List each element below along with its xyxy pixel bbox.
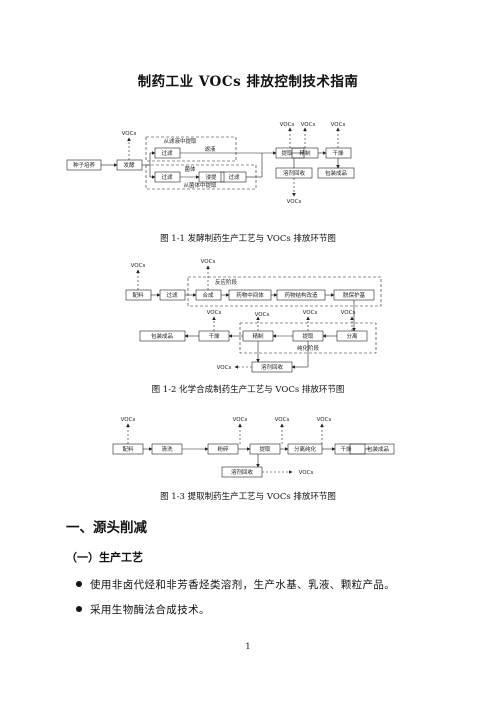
fig2-box-solvent: 溶剂回收 — [261, 363, 284, 371]
fig2-box-pack: 包装成品 — [151, 332, 174, 340]
bullet-text: 使用非卤代烃和非芳香烃类溶剂，生产水基、乳液、颗粒产品。 — [90, 579, 396, 591]
fig3-box-extract: 提取 — [259, 445, 271, 453]
fig1-box-dry: 干燥 — [332, 149, 344, 157]
fig2-box-refine: 精制 — [252, 332, 264, 340]
fig3-box-clean: 清洗 — [161, 445, 173, 453]
subsection-heading: （一）生产工艺 — [66, 551, 143, 564]
fig1-voc-b: VOCs — [280, 122, 295, 128]
bullet-text: 采用生物酶法合成技术。 — [90, 604, 210, 616]
fig1-group-top: 从滤液中提取 — [163, 137, 197, 145]
fig2-voc-g: VOCs — [217, 365, 232, 371]
bullet-item: 采用生物酶法合成技术。 — [76, 602, 210, 617]
fig1-box-ferment: 发酵 — [123, 161, 135, 169]
fig1-box-solvent: 溶剂回收 — [283, 169, 306, 177]
fig3-box-dry: 干燥 — [340, 445, 352, 453]
fig2-box-dry: 干燥 — [208, 332, 220, 340]
fig2-voc-f: VOCs — [341, 310, 356, 316]
fig1-box-filter3: 过滤 — [228, 173, 240, 181]
fig1-group-bottom: 从菌体中提取 — [183, 181, 217, 189]
fig2-label-post-stage: 纯化阶段 — [297, 344, 320, 352]
fig1-box-seed: 种子培养 — [73, 161, 96, 169]
fig2-box-separate: 分离 — [346, 332, 358, 340]
fig2-box-modify: 药物结构改造 — [284, 291, 318, 299]
fig2-voc-d: VOCs — [255, 312, 270, 318]
fig3-voc-d: VOCs — [317, 417, 332, 423]
fig3-voc-c: VOCs — [275, 417, 290, 423]
fig3-box-solvent: 溶剂回收 — [231, 468, 254, 476]
bullet-item: 使用非卤代烃和非芳香烃类溶剂，生产水基、乳液、颗粒产品。 — [76, 577, 396, 592]
fig3-voc-e: VOCs — [299, 470, 314, 476]
fig1-voc-e: VOCs — [287, 199, 302, 205]
fig1-box-refine: 精制 — [299, 149, 311, 157]
fig2-box-extract: 提取 — [302, 332, 314, 340]
fig2-box-synth: 合成 — [202, 291, 214, 299]
figure-2-caption: 图 1-2 化学合成制药生产工艺与 VOCs 排放环节图 — [151, 385, 345, 395]
fig1-box-extract2: 提取 — [281, 149, 293, 157]
fig3-box-purify: 分离纯化 — [294, 445, 317, 453]
bullet-icon — [76, 581, 82, 587]
fig1-box-filter2: 过滤 — [161, 173, 173, 181]
fig1-box-pack: 包装成品 — [325, 169, 348, 177]
fig1-voc-c: VOCs — [301, 122, 316, 128]
fig3-box-crush: 粉碎 — [217, 445, 229, 453]
fig2-label-react-stage: 反应阶段 — [215, 278, 238, 286]
fig2-voc-c: VOCs — [207, 310, 222, 316]
fig3-box-mix: 配料 — [122, 445, 134, 453]
fig3-voc-b: VOCs — [233, 417, 248, 423]
figure-1-caption: 图 1-1 发酵制药生产工艺与 VOCs 排放环节图 — [160, 234, 336, 244]
fig2-voc-e: VOCs — [303, 310, 318, 316]
fig2-voc-a: VOCs — [131, 263, 146, 269]
fig2-box-intermediate: 药物中间体 — [236, 291, 264, 299]
document-title: 制药工业 VOCs 排放控制技术指南 — [137, 74, 359, 90]
fig1-box-filter1: 过滤 — [161, 149, 173, 157]
figure-3-caption: 图 1-3 提取制药生产工艺与 VOCs 排放环节图 — [160, 492, 336, 502]
page-number: 1 — [245, 642, 251, 652]
fig1-voc-d: VOCs — [331, 122, 346, 128]
fig2-box-filter: 过滤 — [166, 291, 178, 299]
bullet-icon — [76, 606, 82, 612]
fig1-box-extract: 浸提 — [205, 173, 217, 181]
fig1-label-solid: 菌体 — [184, 165, 196, 173]
fig3-box-pack: 包装成品 — [367, 445, 390, 453]
fig1-label-filtrate: 滤液 — [204, 145, 216, 153]
fig1-voc-a: VOCs — [122, 131, 137, 137]
fig2-box-protect: 脱保护基 — [343, 291, 366, 299]
section-heading: 一、源头削减 — [66, 520, 147, 536]
fig2-box-mix: 配料 — [132, 291, 144, 299]
fig3-voc-a: VOCs — [121, 417, 136, 423]
fig2-voc-b: VOCs — [201, 259, 216, 265]
